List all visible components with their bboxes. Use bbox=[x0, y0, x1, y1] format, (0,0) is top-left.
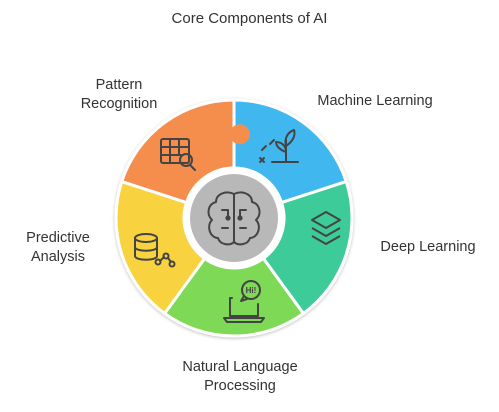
label-deep-learning: Deep Learning bbox=[366, 238, 490, 257]
label-line: Analysis bbox=[31, 249, 85, 265]
label-line: Machine Learning bbox=[317, 93, 433, 109]
label-natural-language-processing: Natural Language Processing bbox=[150, 358, 330, 396]
table-search-icon bbox=[160, 138, 196, 171]
brain-circuit-icon bbox=[207, 191, 261, 246]
label-line: Recognition bbox=[80, 96, 158, 112]
puzzle-knob-pattern bbox=[229, 124, 250, 145]
label-line: Deep Learning bbox=[380, 239, 476, 255]
label-line: Processing bbox=[204, 378, 276, 394]
database-network-icon bbox=[134, 233, 176, 268]
label-line: Predictive bbox=[26, 230, 90, 246]
chat-bubble-text: Hi! bbox=[246, 286, 257, 295]
label-line: Natural Language bbox=[182, 359, 298, 375]
label-line: Pattern bbox=[95, 77, 143, 93]
layers-icon bbox=[311, 211, 341, 245]
chat-laptop-icon bbox=[223, 280, 265, 323]
label-pattern-recognition: Pattern Recognition bbox=[60, 76, 178, 114]
diagram-title: Core Components of AI bbox=[171, 10, 328, 27]
label-machine-learning: Machine Learning bbox=[300, 92, 450, 111]
label-predictive-analysis: Predictive Analysis bbox=[10, 229, 106, 267]
plant-growth-icon bbox=[259, 129, 299, 163]
